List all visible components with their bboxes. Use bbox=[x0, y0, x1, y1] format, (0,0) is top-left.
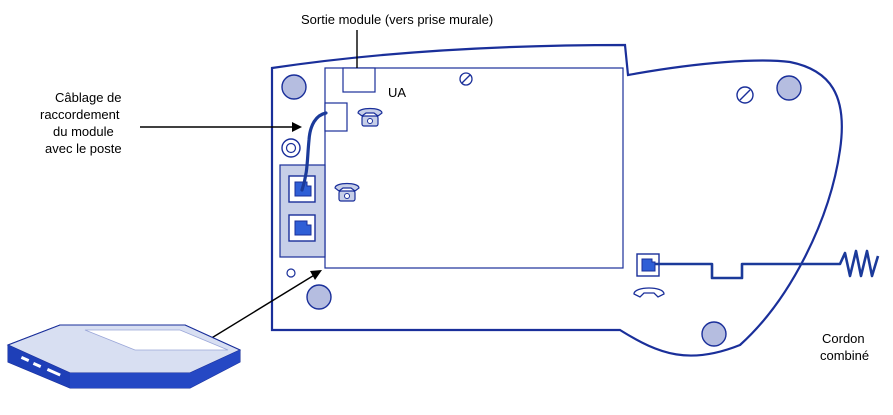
cabling-label-line-4: avec le poste bbox=[45, 141, 122, 156]
module-box-icon bbox=[6, 324, 242, 389]
handset-cord-label-line-2: combiné bbox=[820, 348, 869, 363]
cabling-label-line-1: Câblage de bbox=[55, 90, 122, 105]
foot-circle bbox=[281, 74, 307, 100]
phone-icon bbox=[334, 182, 360, 202]
small-hole bbox=[286, 268, 296, 278]
module-cable bbox=[300, 111, 328, 192]
cabling-label-line-2: raccordement bbox=[40, 107, 120, 122]
phone-base-outline bbox=[270, 43, 843, 357]
ua-label: UA bbox=[388, 85, 406, 100]
foot-circle bbox=[776, 75, 802, 101]
module-output-box bbox=[342, 67, 376, 93]
handset-cord bbox=[655, 249, 880, 280]
foot-circle bbox=[306, 284, 332, 310]
screw-slot-icon bbox=[736, 86, 754, 104]
module-output-label: Sortie module (vers prise murale) bbox=[301, 12, 493, 27]
screw-slot-icon bbox=[459, 72, 473, 86]
phone-icon bbox=[357, 107, 383, 127]
handset-icon bbox=[633, 287, 665, 298]
cabling-label-line-3: du module bbox=[53, 124, 114, 139]
module-connector-box bbox=[324, 102, 348, 132]
round-button bbox=[281, 138, 301, 158]
rj45-port-icon bbox=[636, 253, 660, 277]
rj45-port-icon bbox=[288, 214, 316, 242]
handset-cord-label-line-1: Cordon bbox=[822, 331, 865, 346]
cabling-arrow bbox=[140, 122, 302, 132]
foot-circle bbox=[701, 321, 727, 347]
